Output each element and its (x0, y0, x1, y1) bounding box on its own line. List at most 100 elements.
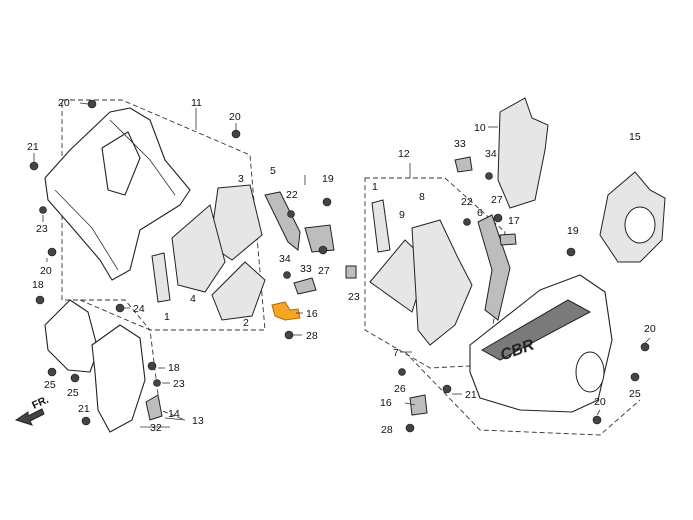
left-lower-cowl-front[interactable] (44, 299, 99, 373)
bolt-19a[interactable] (322, 197, 332, 207)
bolt-25c[interactable] (630, 372, 640, 382)
callout-16b: 16 (380, 397, 392, 409)
bolt-20e[interactable] (592, 415, 602, 425)
callout-25c: 25 (629, 388, 641, 400)
callout-20b: 20 (229, 111, 241, 123)
front-direction-arrow (14, 408, 45, 426)
callout-25b: 25 (67, 387, 79, 399)
callout-9: 9 (399, 209, 405, 221)
inner-panel-4[interactable] (171, 204, 226, 293)
callout-7: 7 (393, 347, 399, 359)
callout-5: 5 (270, 165, 276, 177)
callout-33b: 33 (454, 138, 466, 150)
grommet-17[interactable] (499, 233, 517, 246)
callout-28b: 28 (381, 424, 393, 436)
bolt-19b[interactable] (566, 247, 576, 257)
group-outline-7 (404, 351, 641, 436)
callout-20a: 20 (58, 97, 70, 109)
side-panel-10[interactable] (497, 97, 549, 209)
callout-12: 12 (398, 148, 410, 160)
callout-28a: 28 (306, 330, 318, 342)
clip-23[interactable] (345, 265, 357, 279)
group-outline-12 (364, 177, 506, 369)
bolt-22a[interactable] (287, 210, 295, 218)
callout-18b: 18 (168, 362, 180, 374)
callout-23b: 23 (348, 291, 360, 303)
callout-4: 4 (190, 293, 196, 305)
callout-33a: 33 (300, 263, 312, 275)
callout-23c: 23 (173, 378, 185, 390)
callout-34b: 34 (485, 148, 497, 160)
callout-17: 17 (508, 215, 520, 227)
bolt-25b[interactable] (70, 373, 80, 383)
callout-21c: 21 (465, 389, 477, 401)
callout-1b: 1 (372, 181, 378, 193)
bolt-20d[interactable] (640, 342, 650, 352)
pad-1-left[interactable] (151, 252, 171, 303)
callout-6: 6 (477, 207, 483, 219)
bolt-23a[interactable] (39, 206, 47, 214)
bolt-27b[interactable] (493, 213, 503, 223)
callout-22b: 22 (461, 196, 473, 208)
callout-24: 24 (133, 303, 145, 315)
bolt-26[interactable] (398, 368, 406, 376)
callout-20c: 20 (40, 265, 52, 277)
callout-27a: 27 (318, 265, 330, 277)
bolt-27a[interactable] (318, 245, 328, 255)
callout-22a: 22 (286, 189, 298, 201)
panel-6[interactable] (477, 214, 511, 321)
callout-27b: 27 (491, 194, 503, 206)
clip-33-left[interactable] (293, 277, 317, 295)
bolt-28a[interactable] (284, 330, 294, 340)
left-cowl-inner-edge (54, 119, 176, 271)
callout-8: 8 (419, 191, 425, 203)
bracket-16-right[interactable] (409, 394, 428, 416)
bolt-20a[interactable] (87, 99, 97, 109)
bracket-16-highlighted[interactable] (271, 301, 301, 321)
bracket-near-19[interactable] (304, 224, 335, 253)
callout-34a: 34 (279, 253, 291, 265)
callout-13: 13 (192, 415, 204, 427)
bracket-5[interactable] (264, 191, 301, 251)
panel-14[interactable] (145, 394, 163, 421)
bolt-28b[interactable] (405, 423, 415, 433)
bolt-25a[interactable] (47, 367, 57, 377)
bolt-20c[interactable] (47, 247, 57, 257)
bolt-21c[interactable] (442, 384, 452, 394)
bolt-18a[interactable] (35, 295, 45, 305)
bolt-set (29, 99, 650, 433)
bolt-21a[interactable] (29, 161, 39, 171)
callout-10: 10 (474, 122, 486, 134)
bolt-18b[interactable] (147, 361, 157, 371)
panel-15-opening (624, 206, 656, 244)
callout-14: 14 (168, 408, 180, 420)
left-lower-cowl[interactable] (91, 324, 146, 433)
bolt-23b[interactable] (153, 379, 161, 387)
pad-1-right[interactable] (371, 199, 391, 253)
front-direction-label: FR. (30, 394, 50, 412)
group-outline-13 (79, 299, 186, 421)
callout-2: 2 (243, 317, 249, 329)
callout-3: 3 (238, 173, 244, 185)
bolt-34a[interactable] (283, 271, 291, 279)
left-upper-cowl[interactable] (44, 107, 191, 281)
callout-21b: 21 (78, 403, 90, 415)
callout-18a: 18 (32, 279, 44, 291)
fairing-stripe (480, 299, 592, 361)
bolt-24[interactable] (115, 303, 125, 313)
bolt-21b[interactable] (81, 416, 91, 426)
callout-16a: 16 (306, 308, 318, 320)
callout-19b: 19 (567, 225, 579, 237)
callout-26: 26 (394, 383, 406, 395)
callout-20d: 20 (644, 323, 656, 335)
left-cowl-vent (101, 131, 141, 196)
bolt-22b[interactable] (463, 218, 471, 226)
inner-panel-2[interactable] (211, 261, 266, 321)
inner-panel-8[interactable] (411, 219, 473, 346)
bolt-34b[interactable] (485, 172, 493, 180)
bolt-20b[interactable] (231, 129, 241, 139)
callout-23a: 23 (36, 223, 48, 235)
leader-lines (33, 102, 651, 428)
clip-33-right[interactable] (454, 156, 473, 173)
